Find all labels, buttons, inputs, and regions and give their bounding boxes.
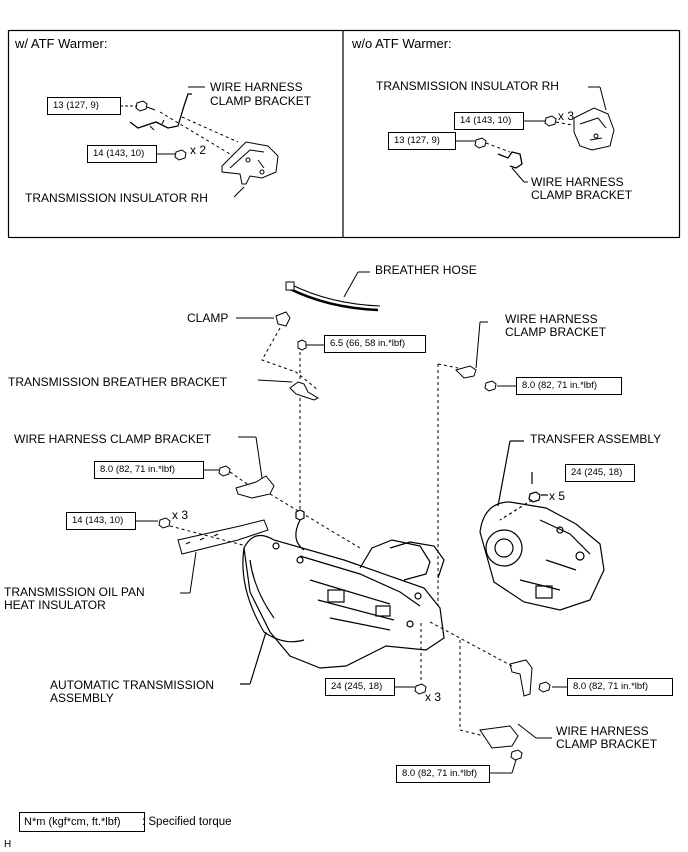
torque-box-13: 13 (127, 9) — [388, 132, 456, 150]
clamp-label: CLAMP — [187, 311, 229, 325]
harness-right-label-l1: WIRE HARNESS — [505, 312, 598, 326]
breather-hose-part — [285, 271, 381, 312]
breather-bracket-label: TRANSMISSION BREATHER BRACKET — [8, 375, 228, 389]
torque-box-breather: 6.5 (66, 58 in.*lbf) — [324, 335, 426, 353]
at-label-l1: AUTOMATIC TRANSMISSION — [50, 678, 215, 692]
legend-description: : Specified torque — [142, 816, 232, 828]
torque-box-lower-right: 8.0 (82, 71 in.*lbf) — [567, 678, 673, 696]
harness-label-l2: CLAMP BRACKET — [210, 94, 312, 108]
lower-fasteners — [387, 620, 568, 774]
oil-pan-insulator-part — [130, 517, 301, 594]
top-panels-frame — [7, 29, 681, 239]
qty-oil-pan: x 3 — [172, 508, 189, 522]
harness-label-l2: CLAMP BRACKET — [531, 188, 633, 202]
clamp-part — [236, 311, 319, 391]
qty-transfer: x 5 — [549, 489, 566, 503]
corner-mark: H — [4, 839, 12, 850]
insulator-label: TRANSMISSION INSULATOR RH — [376, 79, 559, 93]
torque-box-oil-pan: 14 (143, 10) — [66, 512, 136, 530]
lower-harness-label-l1: WIRE HARNESS — [556, 724, 649, 738]
oil-pan-label-l1: TRANSMISSION OIL PAN — [4, 585, 145, 599]
qty-label: x 3 — [558, 109, 575, 123]
oil-pan-label-l2: HEAT INSULATOR — [4, 598, 106, 612]
harness-right-label-l2: CLAMP BRACKET — [505, 325, 607, 339]
torque-box-14: 14 (143, 10) — [87, 145, 157, 163]
at-label-l2: ASSEMBLY — [50, 691, 114, 705]
torque-box-lower-bottom: 8.0 (82, 71 in.*lbf) — [396, 765, 490, 783]
panel-title-without-warmer: w/o ATF Warmer: — [352, 36, 452, 51]
breather-bracket-part — [257, 339, 325, 510]
breather-hose-label: BREATHER HOSE — [375, 263, 477, 277]
torque-box-transfer: 24 (245, 18) — [565, 464, 635, 482]
qty-label: x 2 — [190, 143, 207, 157]
lower-harness-label-l2: CLAMP BRACKET — [556, 737, 658, 751]
torque-box-bottom: 24 (245, 18) — [325, 678, 395, 696]
right-panel-parts — [455, 86, 615, 183]
transfer-assembly-body — [479, 440, 605, 611]
harness-label-l1: WIRE HARNESS — [210, 80, 303, 94]
harness-label-l1: WIRE HARNESS — [531, 175, 624, 189]
left-panel-parts — [120, 86, 279, 198]
transfer-label: TRANSFER ASSEMBLY — [530, 432, 662, 446]
torque-box-harness-right: 8.0 (82, 71 in.*lbf) — [516, 377, 622, 395]
insulator-label: TRANSMISSION INSULATOR RH — [25, 191, 208, 205]
legend-unit-box: N*m (kgf*cm, ft.*lbf) — [19, 812, 145, 832]
qty-bottom: x 3 — [425, 690, 442, 704]
panel-title-with-warmer: w/ ATF Warmer: — [15, 36, 108, 51]
torque-box-14: 14 (143, 10) — [454, 112, 524, 130]
automatic-transmission-body — [240, 509, 445, 685]
torque-box-harness-left: 8.0 (82, 71 in.*lbf) — [94, 461, 204, 479]
right-harness-bracket-part — [437, 321, 516, 620]
torque-box-13: 13 (127, 9) — [47, 97, 121, 115]
harness-left-label: WIRE HARNESS CLAMP BRACKET — [14, 432, 212, 446]
left-harness-bracket-part — [204, 436, 361, 549]
